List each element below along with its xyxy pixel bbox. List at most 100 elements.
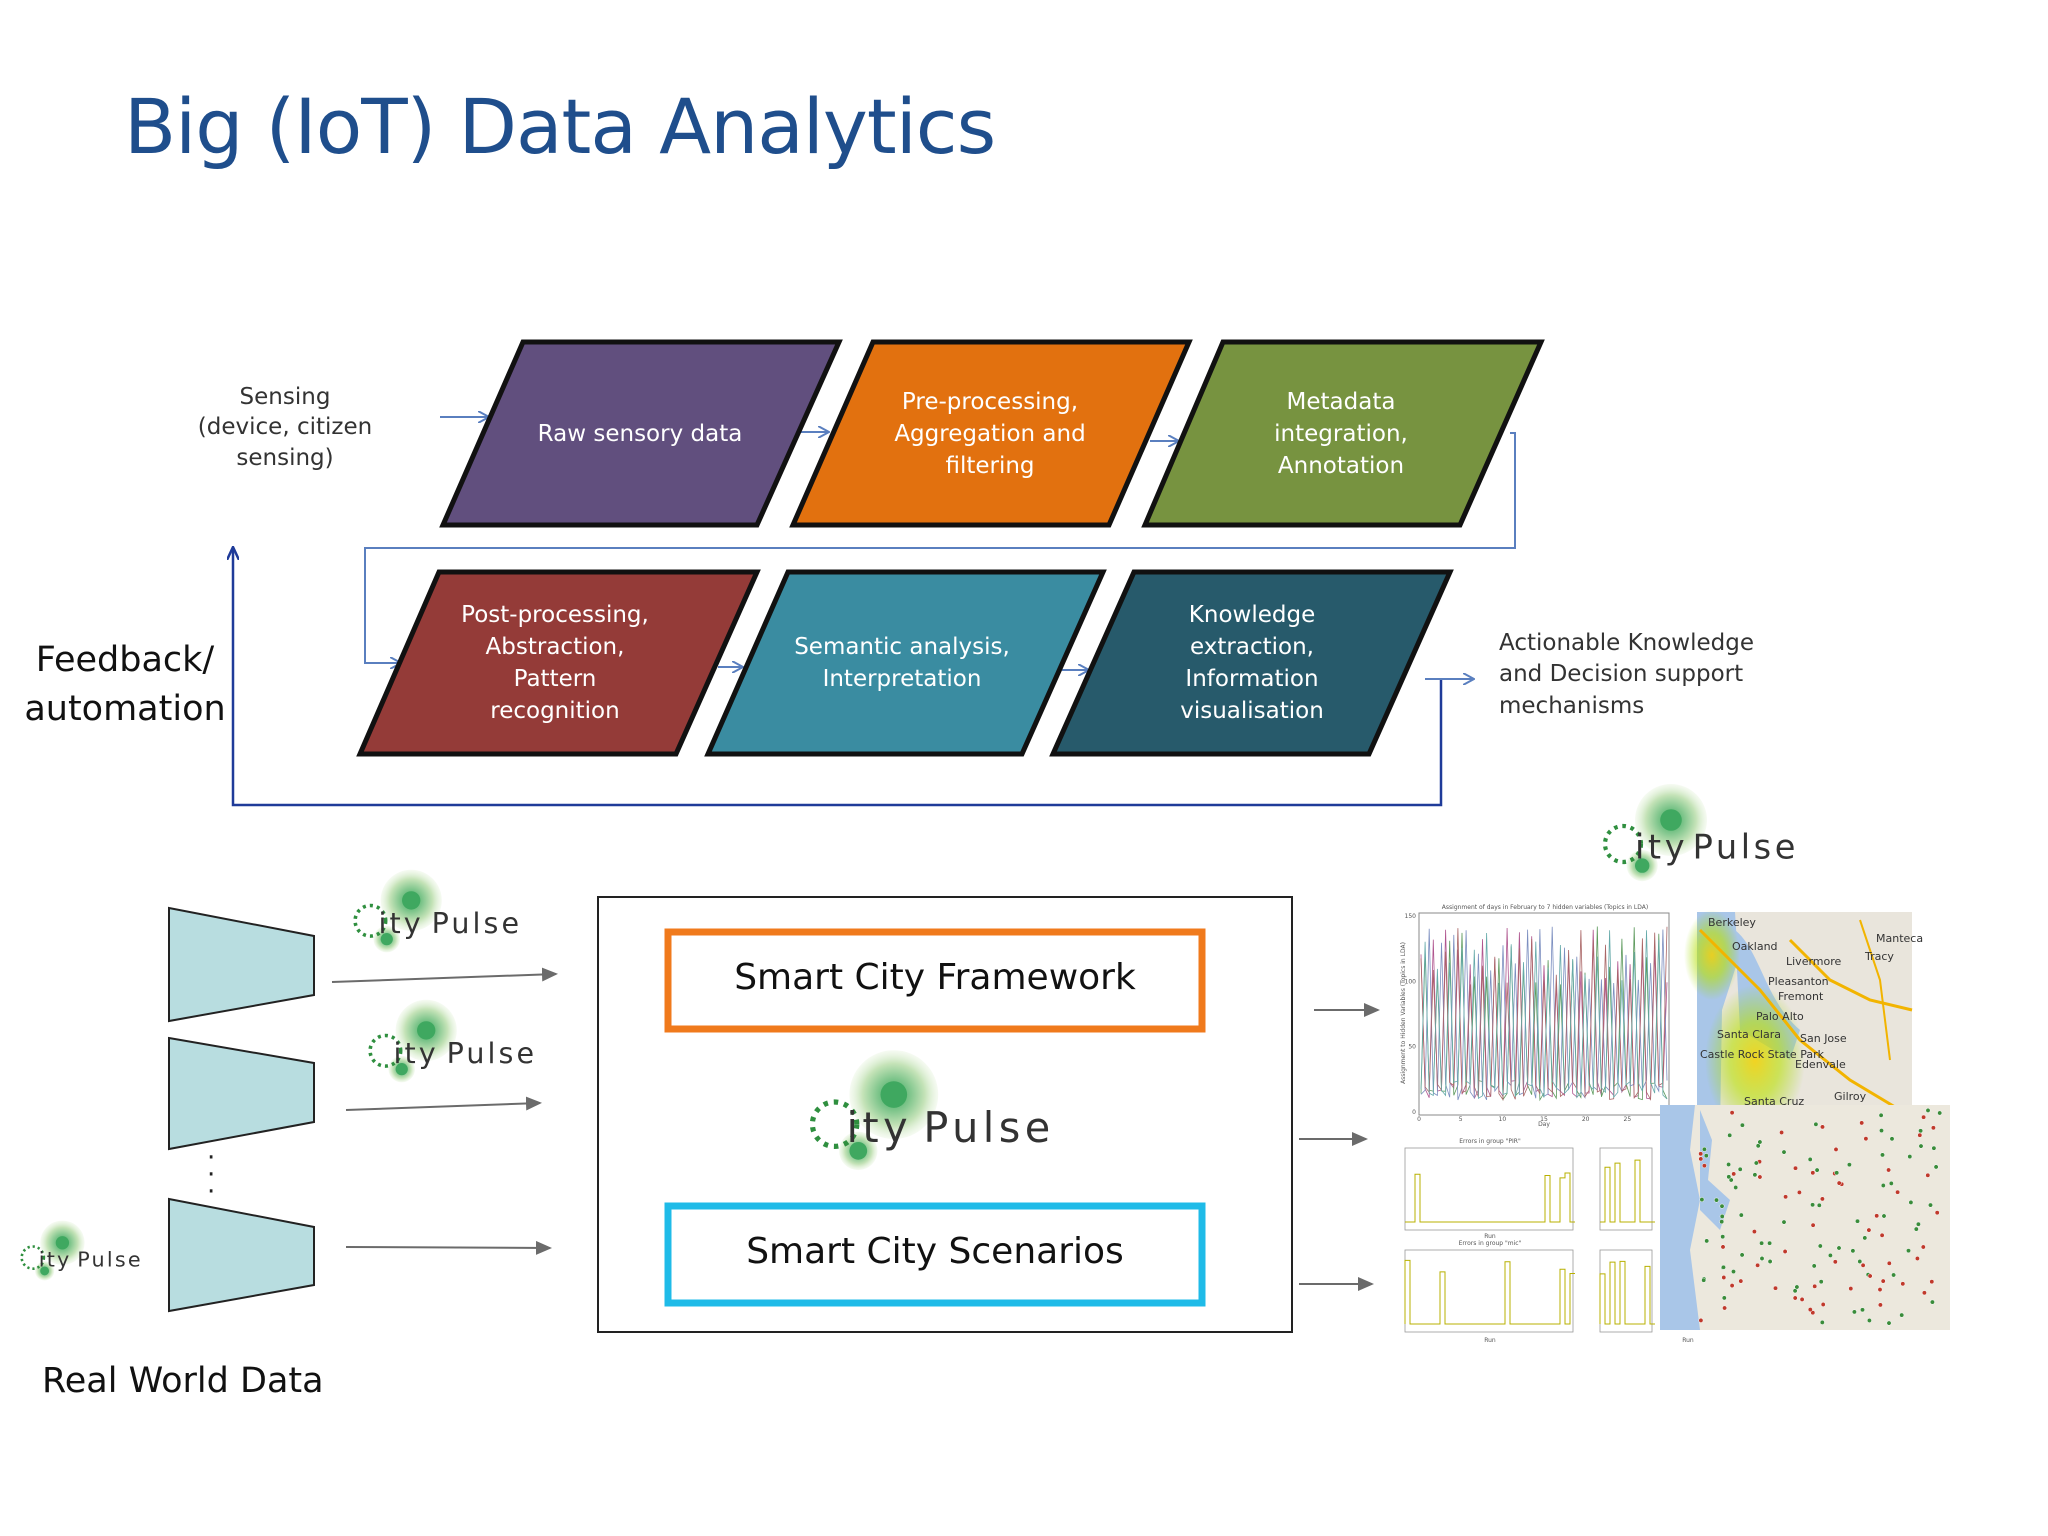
sensor-marker bbox=[1757, 1174, 1763, 1180]
lda-x-tick: 5 bbox=[1459, 1116, 1463, 1123]
sensor-marker bbox=[1794, 1284, 1800, 1290]
stage-label-line: extraction, bbox=[1190, 634, 1314, 660]
sensor-marker bbox=[1699, 1197, 1705, 1203]
stage-label-line: Pattern bbox=[514, 666, 597, 692]
lda-topics-chart: Assignment of days in February to 7 hidd… bbox=[1395, 902, 1695, 1132]
sensor-marker bbox=[1879, 1128, 1884, 1134]
map-place-label: Livermore bbox=[1786, 955, 1842, 968]
sensor-marker bbox=[1731, 1171, 1737, 1177]
sensor-marker bbox=[1779, 1130, 1785, 1135]
sensor-marker bbox=[1819, 1196, 1825, 1202]
error-chart-title-mic: Errors in group "mic" bbox=[1459, 1240, 1522, 1247]
error-chart-title-pir: Errors in group "PIR" bbox=[1459, 1138, 1521, 1145]
sensor-marker bbox=[1704, 1238, 1710, 1244]
sensor-marker bbox=[1719, 1203, 1725, 1209]
lda-x-tick: 15 bbox=[1540, 1116, 1548, 1123]
error-series-line bbox=[1404, 1259, 1575, 1325]
error-chart-mic bbox=[1404, 1249, 1575, 1333]
sensor-marker bbox=[1866, 1227, 1872, 1233]
error-charts: Errors in group "PIR" Errors in group "m… bbox=[1397, 1138, 1694, 1344]
stage-label-line: Raw sensory data bbox=[538, 421, 743, 447]
stage-preprocessing bbox=[789, 339, 1193, 528]
sensor-marker bbox=[1827, 1252, 1833, 1258]
logo-word: Pulse bbox=[1693, 827, 1799, 866]
stage-label-line: filtering bbox=[945, 453, 1034, 479]
logo-letters: ity bbox=[846, 1104, 912, 1152]
sensor-marker bbox=[1900, 1281, 1906, 1287]
map-place-label: Manteca bbox=[1876, 932, 1923, 945]
sensor-marker bbox=[1925, 1172, 1931, 1178]
stage-label-line: Aggregation and bbox=[894, 421, 1085, 447]
stage-label-line: visualisation bbox=[1180, 698, 1324, 724]
logo-word: Pulse bbox=[447, 1036, 537, 1070]
error-series-line bbox=[1600, 1159, 1655, 1223]
sensor-marker bbox=[1727, 1132, 1733, 1138]
sensor-marker bbox=[1933, 1164, 1939, 1170]
sensor-marker bbox=[1888, 1180, 1894, 1186]
smart-city-scenarios-label: Smart City Scenarios bbox=[746, 1231, 1124, 1272]
sensor-marker bbox=[1701, 1163, 1707, 1169]
lda-series-line bbox=[1420, 930, 1668, 1100]
sensor-marker bbox=[1836, 1180, 1842, 1186]
map-place-label: Berkeley bbox=[1708, 916, 1756, 929]
sensor-marker bbox=[1726, 1162, 1732, 1167]
lda-x-tick: 0 bbox=[1417, 1116, 1421, 1123]
sensing-label: Sensing (device, citizen sensing) bbox=[197, 384, 373, 471]
sensor-marker bbox=[1729, 1283, 1735, 1289]
sensor-marker bbox=[1878, 1112, 1884, 1118]
sensor-marker bbox=[1925, 1107, 1931, 1113]
sensor-marker bbox=[1918, 1128, 1924, 1134]
lda-x-tick: 25 bbox=[1624, 1116, 1632, 1123]
sensor-marker bbox=[1726, 1174, 1732, 1180]
sensor-marker bbox=[1819, 1319, 1825, 1325]
sensor-marker bbox=[1698, 1317, 1704, 1323]
sensor-marker bbox=[1751, 1229, 1757, 1235]
logo-word: Pulse bbox=[923, 1104, 1054, 1152]
sensor-marker bbox=[1906, 1248, 1911, 1254]
sensor-marker bbox=[1714, 1197, 1719, 1203]
error-chart-xlabel: Run bbox=[1484, 1337, 1496, 1344]
sensor-marker bbox=[1733, 1185, 1739, 1190]
sensor-marker bbox=[1937, 1110, 1943, 1116]
map-place-label: Santa Clara bbox=[1717, 1028, 1781, 1041]
sensor-marker bbox=[1729, 1110, 1735, 1116]
map-place-label: Palo Alto bbox=[1756, 1010, 1804, 1023]
stage-label-line: Annotation bbox=[1278, 453, 1404, 479]
sensor-marker bbox=[1934, 1210, 1940, 1216]
lda-chart-ylabel: Assignment to Hidden Variables (Topics i… bbox=[1400, 942, 1407, 1084]
sensor-marker bbox=[1767, 1240, 1773, 1246]
citypulse-logo: ity Pulse bbox=[353, 869, 519, 953]
sensor-marker bbox=[1807, 1307, 1813, 1313]
lda-y-tick: 50 bbox=[1408, 1044, 1416, 1051]
sensor-marker bbox=[1889, 1136, 1895, 1142]
sensor-marker bbox=[1857, 1259, 1863, 1264]
sensor-marker bbox=[1799, 1296, 1805, 1302]
map-place-label: Tracy bbox=[1864, 950, 1894, 963]
error-chart-frame bbox=[1599, 1147, 1653, 1231]
sensor-marker bbox=[1721, 1275, 1727, 1280]
sensor-marker bbox=[1767, 1259, 1773, 1264]
sensor-marker bbox=[1908, 1199, 1914, 1205]
stage-metadata bbox=[1141, 339, 1545, 528]
lda-x-tick: 10 bbox=[1499, 1116, 1507, 1123]
stage-label-line: Post-processing, bbox=[461, 602, 649, 628]
lda-chart-xlabel: Day bbox=[1538, 1121, 1550, 1128]
sensor-marker bbox=[1886, 1260, 1892, 1266]
sensor-marker bbox=[1792, 1295, 1798, 1301]
sensor-marker bbox=[1810, 1202, 1816, 1208]
citypulse-logo: ity Pulse bbox=[20, 1220, 141, 1281]
sensor-marker bbox=[1860, 1262, 1866, 1268]
sensor-marker bbox=[1918, 1143, 1924, 1149]
sensor-marker bbox=[1913, 1226, 1919, 1232]
sensor-marker bbox=[1886, 1167, 1892, 1173]
sensor-marker bbox=[1832, 1259, 1838, 1265]
map-place-label: San Jose bbox=[1800, 1032, 1847, 1045]
map-place-label: Oakland bbox=[1732, 940, 1778, 953]
sensor-marker bbox=[1834, 1170, 1840, 1176]
map-place-label: Castle Rock State Park bbox=[1700, 1048, 1825, 1061]
sensor-marker bbox=[1701, 1277, 1707, 1283]
